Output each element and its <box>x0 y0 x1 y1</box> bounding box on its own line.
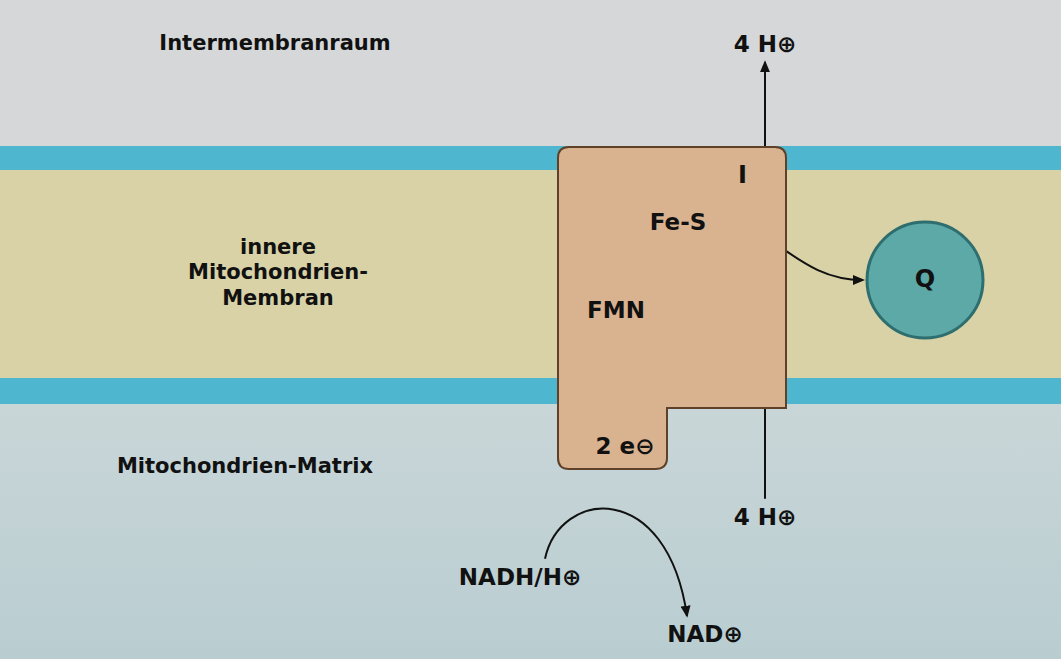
complex-box: I Fe-S FMN 2 e⊖ <box>557 146 787 470</box>
membrane-core <box>0 170 1061 378</box>
node-text: FMN <box>587 297 645 323</box>
node-text: I <box>738 162 747 190</box>
cofactor-label: FMN <box>583 295 649 325</box>
region-label: Mitochondrien-Matrix <box>117 454 373 479</box>
region-label: innere Mitochondrien- Membran <box>178 235 378 311</box>
node-text: 2 e⊖ <box>596 433 655 459</box>
substrate-label: NADH/H⊕ <box>455 562 585 592</box>
cofactor-label: Fe-S <box>646 207 711 237</box>
matrix <box>0 404 1061 659</box>
node-text: NAD⊕ <box>667 621 742 647</box>
ubiquinone-circle: Q <box>865 220 985 340</box>
complex-shape <box>558 147 786 469</box>
proton-label: 4 H⊕ <box>730 29 801 59</box>
proton-label: 4 H⊕ <box>730 502 801 532</box>
membrane-edge <box>0 378 1061 404</box>
q-circle <box>867 222 983 338</box>
node-text: Fe-S <box>650 209 707 235</box>
arrow-connector <box>545 509 687 616</box>
node-text: 4 H⊕ <box>734 31 797 57</box>
intermembrane-space <box>0 0 1061 146</box>
product-label: NAD⊕ <box>663 619 746 649</box>
node-text: 4 H⊕ <box>734 504 797 530</box>
node-text: NADH/H⊕ <box>459 564 581 590</box>
node-text: Q <box>915 266 935 294</box>
membrane-edge <box>0 146 1061 170</box>
region-label: Intermembranraum <box>159 31 390 56</box>
electron-label: 2 e⊖ <box>592 431 659 461</box>
